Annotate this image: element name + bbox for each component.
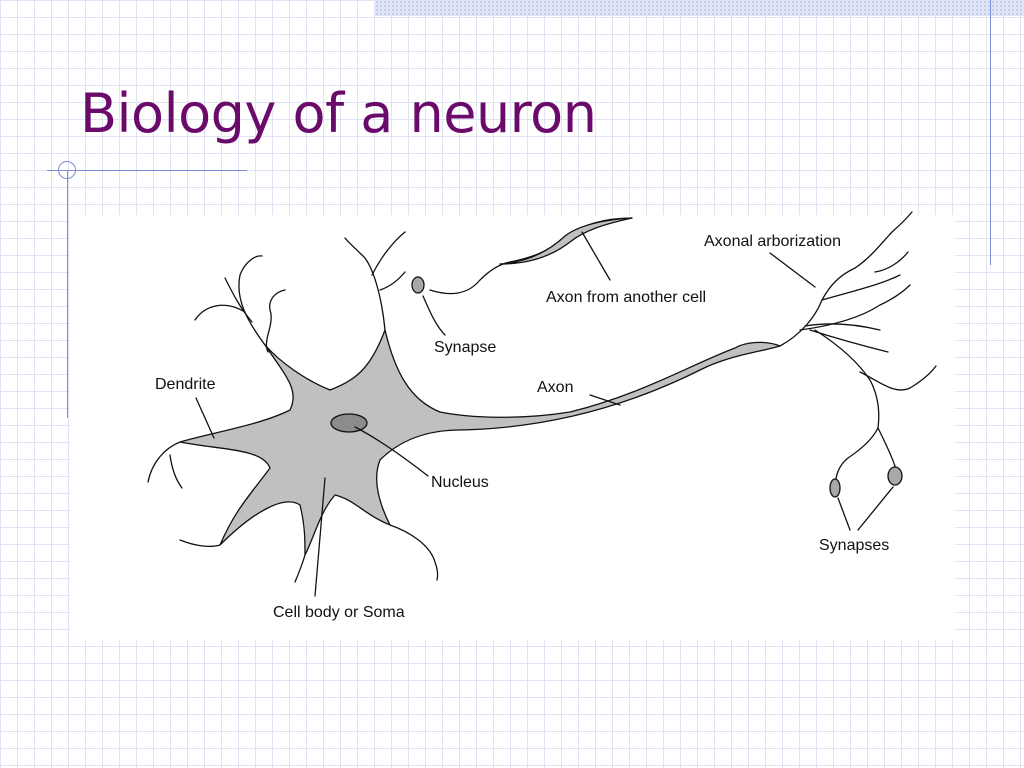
dendrite-branch bbox=[169, 454, 183, 489]
dendrite-branch bbox=[179, 539, 221, 547]
arborization-branch bbox=[814, 329, 880, 429]
synapse-bulb bbox=[411, 276, 425, 294]
title-ornament-circle bbox=[58, 161, 76, 179]
label-synapse: Synapse bbox=[434, 339, 496, 356]
arborization-branch bbox=[779, 267, 856, 347]
label-nucleus: Nucleus bbox=[431, 474, 489, 491]
title-underline bbox=[47, 170, 247, 171]
arborization-branch bbox=[799, 284, 911, 331]
header-band bbox=[375, 0, 1024, 16]
leader-line-axon-from-another bbox=[581, 231, 611, 281]
arborization-branch bbox=[854, 211, 913, 269]
arborization-branch bbox=[821, 274, 901, 301]
dendrite-branch bbox=[379, 271, 406, 291]
leader-line-axon bbox=[589, 394, 621, 406]
leader-line-synapse bbox=[422, 295, 446, 336]
incoming-axon-sheath bbox=[499, 217, 633, 265]
dendrite-branch bbox=[344, 237, 386, 331]
dendrite-branch bbox=[389, 524, 439, 581]
label-axon-from-another-cell: Axon from another cell bbox=[546, 289, 706, 306]
synapse-bulb bbox=[829, 478, 841, 498]
arborization-branch bbox=[804, 323, 881, 331]
dendrite-branch bbox=[224, 277, 253, 323]
leader-line-synapses bbox=[837, 497, 851, 531]
synapse-bulb bbox=[887, 466, 903, 486]
arborization-branch bbox=[874, 251, 909, 273]
arborization-branch bbox=[859, 365, 937, 391]
left-accent-line bbox=[67, 170, 68, 418]
dendrite-branch bbox=[294, 554, 306, 583]
dendrite-branch bbox=[147, 441, 181, 483]
label-dendrite: Dendrite bbox=[155, 376, 216, 393]
leader-line-dendrite bbox=[195, 397, 215, 439]
label-cell-body: Cell body or Soma bbox=[273, 604, 405, 621]
dendrite-branch bbox=[371, 231, 406, 276]
diagram-panel bbox=[70, 215, 955, 640]
right-accent-line bbox=[990, 0, 991, 265]
leader-line-cell-body bbox=[314, 477, 326, 597]
label-synapses: Synapses bbox=[819, 537, 889, 554]
label-axonal-arborization: Axonal arborization bbox=[704, 233, 841, 250]
arborization-branch bbox=[834, 427, 879, 486]
dendrite-branch bbox=[265, 289, 286, 353]
leader-line-nucleus bbox=[354, 426, 429, 477]
dendrite-branch bbox=[238, 255, 266, 346]
leader-line-synapses bbox=[857, 486, 894, 531]
arborization-branch bbox=[809, 329, 889, 353]
nucleus-shape bbox=[330, 413, 368, 433]
incoming-axon bbox=[429, 217, 633, 295]
cell-body-shape bbox=[179, 329, 781, 556]
leader-line-arborization bbox=[769, 252, 816, 288]
dendrite-branch bbox=[194, 304, 246, 321]
slide-title: Biology of a neuron bbox=[80, 82, 597, 145]
arborization-branch bbox=[877, 427, 896, 467]
label-axon: Axon bbox=[537, 379, 573, 396]
